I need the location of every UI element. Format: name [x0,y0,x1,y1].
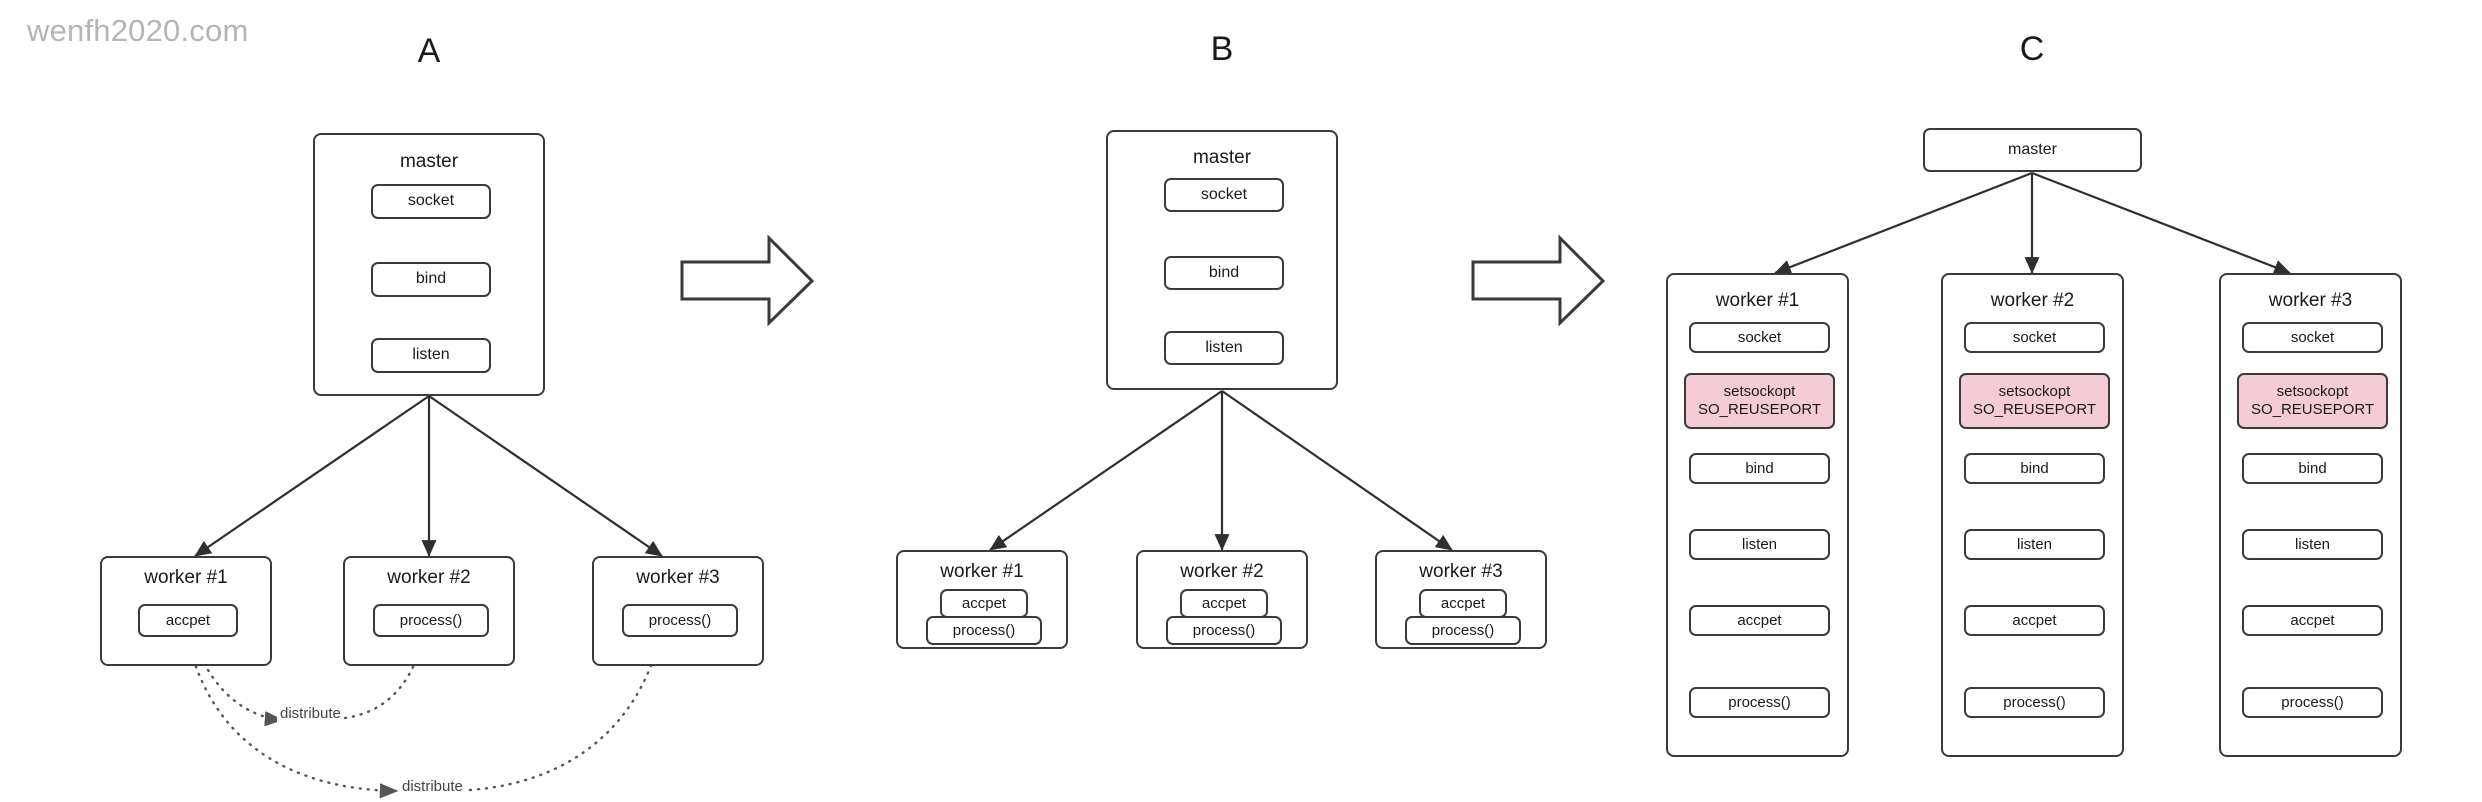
node-listen[interactable]: listen [1164,331,1284,365]
node-setsockopt-so-reuseport[interactable]: setsockopt SO_REUSEPORT [1684,373,1835,429]
panel-c-worker-1-group[interactable]: worker #1 socket setsockopt SO_REUSEPORT… [1666,273,1849,757]
panel-a-worker-1-group[interactable]: worker #1 accpet [100,556,272,666]
panel-letter-c: C [2019,30,2045,68]
node-accept[interactable]: accpet [138,604,238,637]
node-bind[interactable]: bind [2242,453,2383,484]
node-socket[interactable]: socket [371,184,491,219]
node-process[interactable]: process() [2242,687,2383,718]
panel-letter-b: B [1210,30,1234,68]
group-title: worker #3 [636,567,720,588]
node-bind[interactable]: bind [1689,453,1830,484]
node-listen[interactable]: listen [1689,529,1830,560]
group-title: master [399,151,459,172]
panel-c-master-node[interactable]: master [1923,128,2142,172]
panel-c-worker-3-group[interactable]: worker #3 socket setsockopt SO_REUSEPORT… [2219,273,2402,757]
node-process[interactable]: process() [373,604,489,637]
node-listen[interactable]: listen [371,338,491,373]
group-title: worker #1 [144,567,228,588]
group-title: worker #1 [940,561,1024,582]
node-listen[interactable]: listen [1964,529,2105,560]
node-accept[interactable]: accpet [2242,605,2383,636]
group-title: worker #2 [1180,561,1264,582]
panel-a-master-to-workers [194,395,663,557]
panel-a-worker-2-group[interactable]: worker #2 process() [343,556,515,666]
group-title: worker #2 [387,567,471,588]
panel-letter-a: A [417,32,441,70]
edge-label-distribute-1: distribute [277,705,344,722]
node-process[interactable]: process() [622,604,738,637]
node-process[interactable]: process() [1689,687,1830,718]
node-socket[interactable]: socket [1164,178,1284,212]
node-process[interactable]: process() [1964,687,2105,718]
node-accept[interactable]: accpet [1964,605,2105,636]
node-process[interactable]: process() [1166,616,1282,645]
node-setsockopt-so-reuseport[interactable]: setsockopt SO_REUSEPORT [2237,373,2388,429]
group-title: worker #3 [2268,290,2353,311]
node-socket[interactable]: socket [2242,322,2383,353]
node-setsockopt-so-reuseport[interactable]: setsockopt SO_REUSEPORT [1959,373,2110,429]
watermark: wenfh2020.com [27,13,249,48]
panel-a-master-group[interactable]: master socket bind listen [313,133,545,396]
group-title: worker #1 [1715,290,1800,311]
node-socket[interactable]: socket [1689,322,1830,353]
transition-arrow-b-to-c [1471,234,1606,327]
panel-a-worker-3-group[interactable]: worker #3 process() [592,556,764,666]
node-bind[interactable]: bind [1164,256,1284,290]
node-accept[interactable]: accpet [1419,589,1507,618]
panel-c-worker-2-group[interactable]: worker #2 socket setsockopt SO_REUSEPORT… [1941,273,2124,757]
panel-b-worker-1-group[interactable]: worker #1 accpet process() [896,550,1068,649]
node-accept[interactable]: accpet [1689,605,1830,636]
group-title: worker #2 [1990,290,2075,311]
group-title: worker #3 [1419,561,1503,582]
node-bind[interactable]: bind [1964,453,2105,484]
node-listen[interactable]: listen [2242,529,2383,560]
node-process[interactable]: process() [1405,616,1521,645]
panel-b-master-group[interactable]: master socket bind listen [1106,130,1338,390]
panel-b-master-to-workers [989,390,1453,551]
node-socket[interactable]: socket [1964,322,2105,353]
transition-arrow-a-to-b [680,234,815,327]
edge-label-distribute-2: distribute [399,778,466,795]
node-bind[interactable]: bind [371,262,491,297]
node-process[interactable]: process() [926,616,1042,645]
node-accept[interactable]: accpet [1180,589,1268,618]
group-title: master [1192,147,1252,168]
panel-c-master-to-workers [1774,171,2291,275]
node-accept[interactable]: accpet [940,589,1028,618]
panel-b-worker-2-group[interactable]: worker #2 accpet process() [1136,550,1308,649]
panel-b-worker-3-group[interactable]: worker #3 accpet process() [1375,550,1547,649]
